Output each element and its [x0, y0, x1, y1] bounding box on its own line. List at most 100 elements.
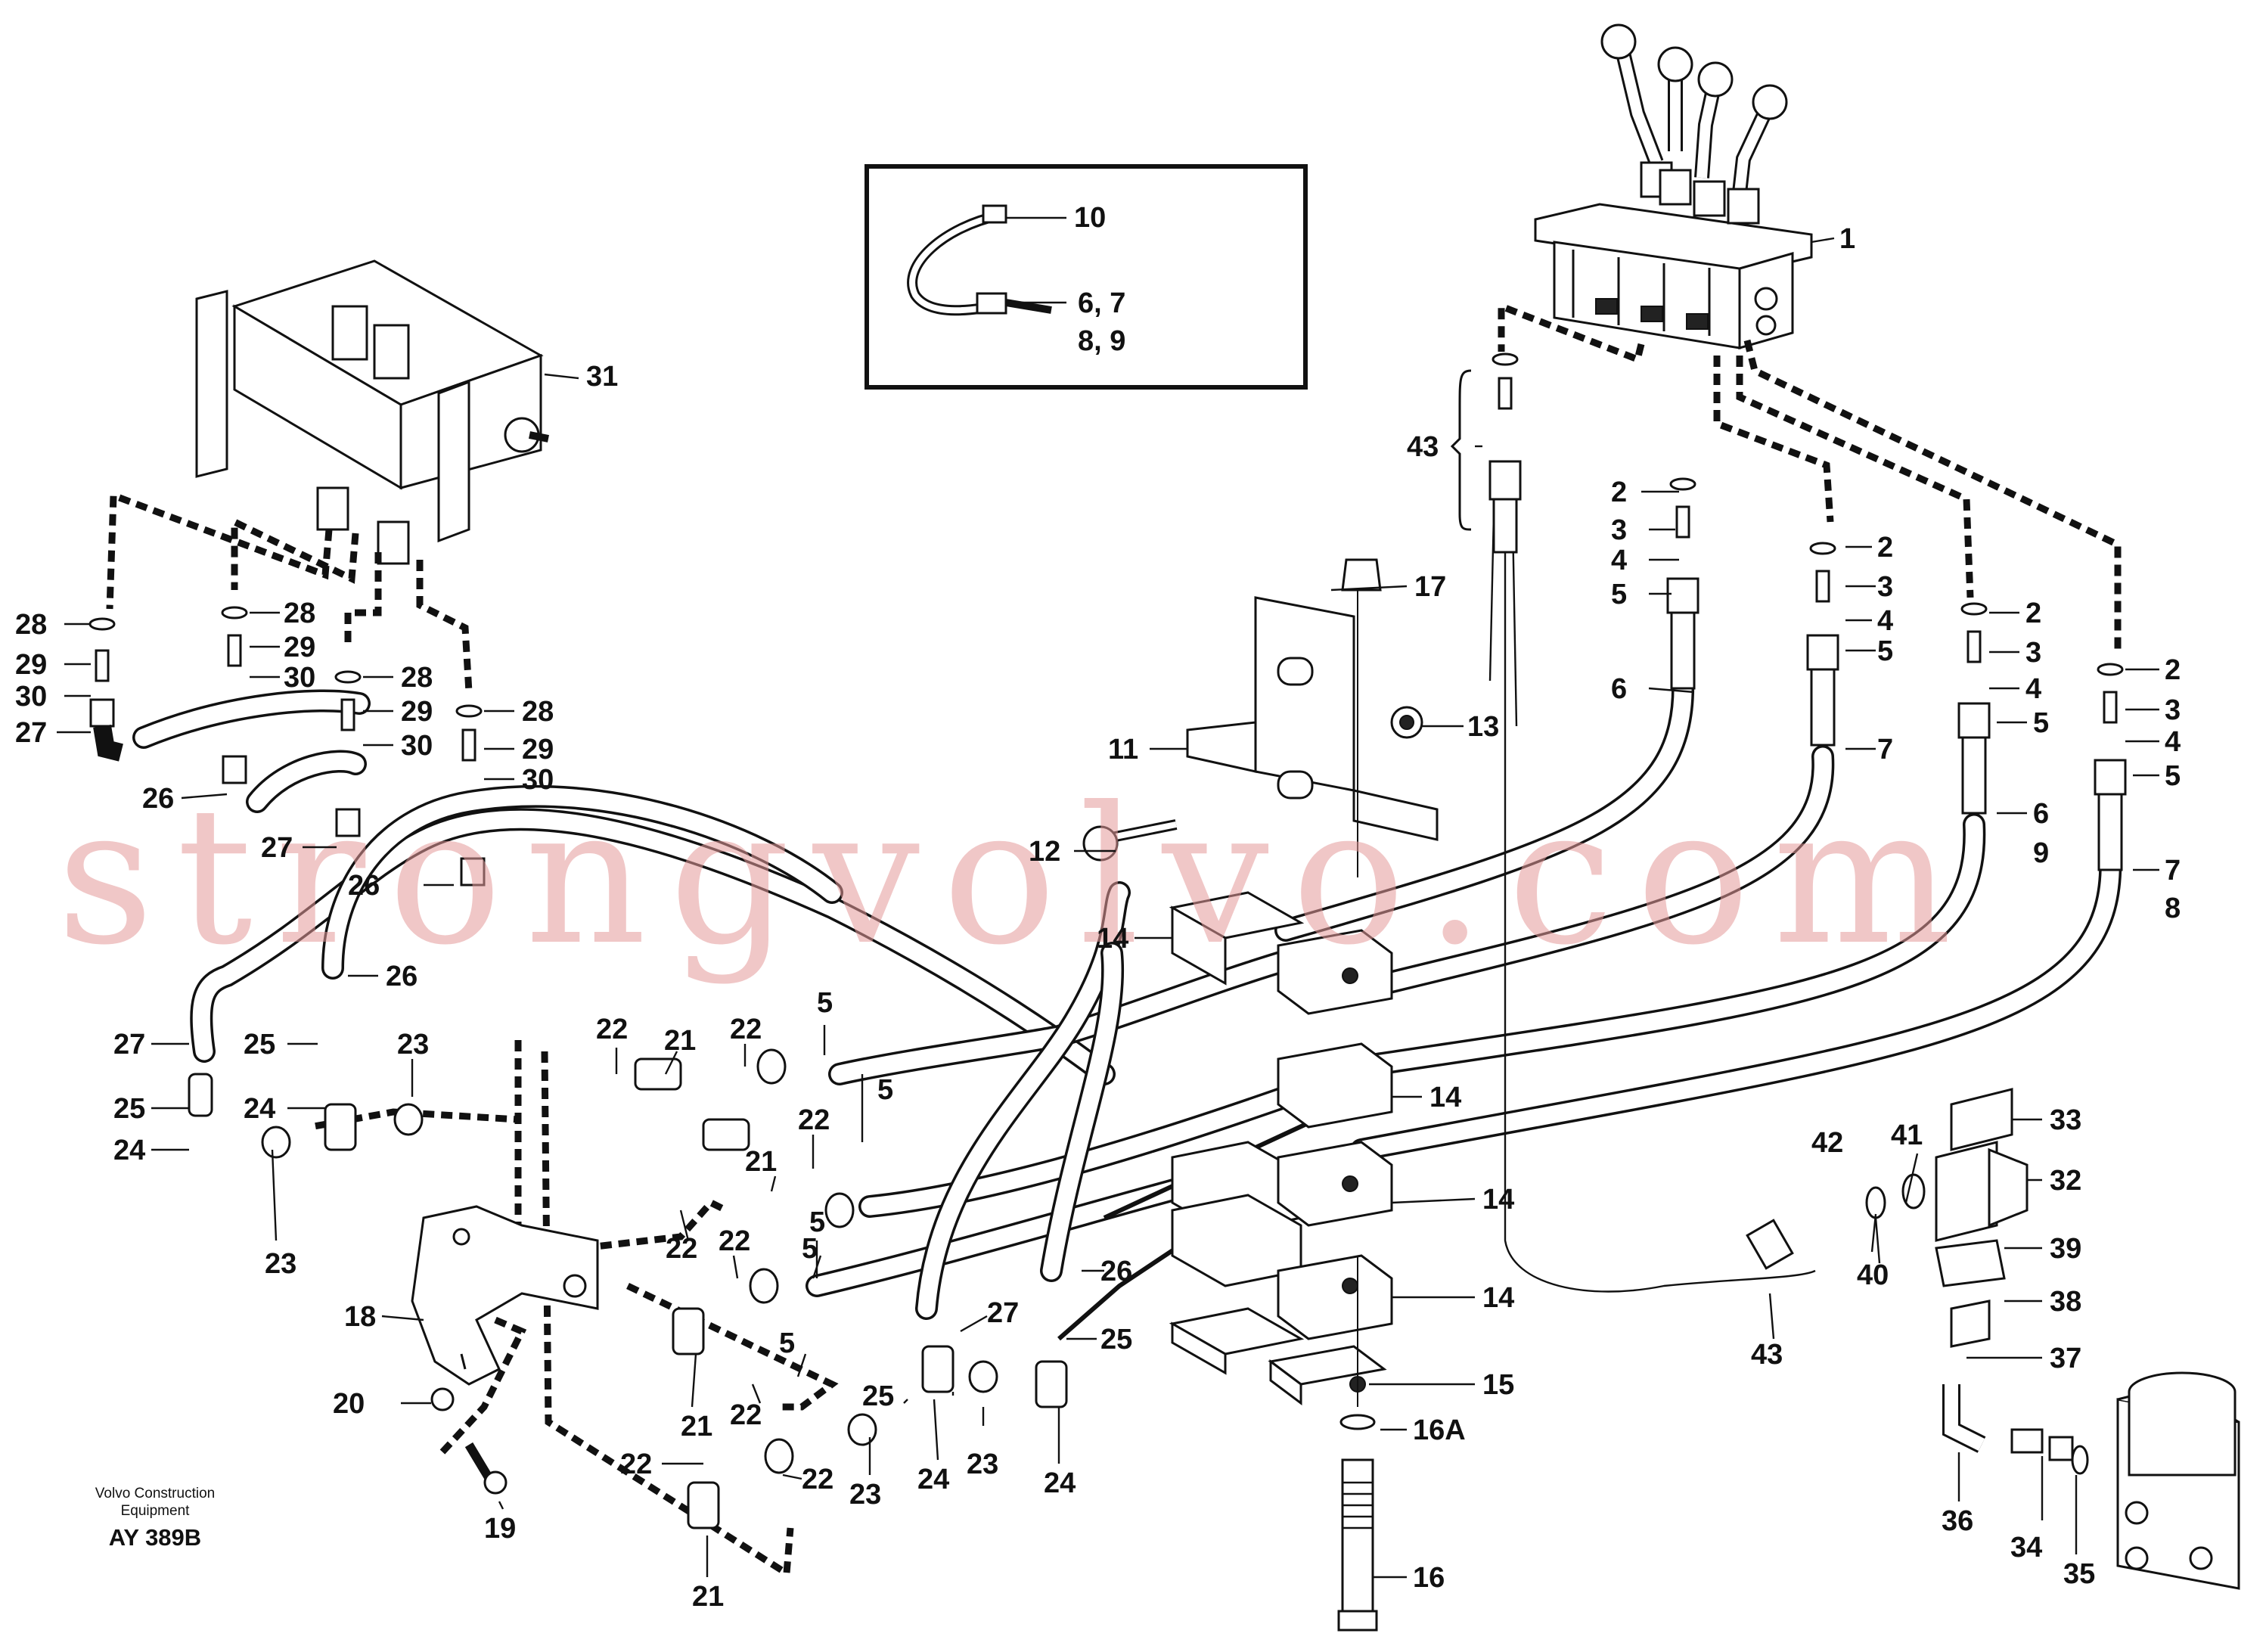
- label-27c: 27: [113, 1029, 145, 1060]
- label-2d: 2: [2165, 654, 2181, 686]
- hoses: [132, 514, 2122, 1341]
- part-labels: 1 10 6, 7 8, 9 31 17 13 11 12 14 14 14 1…: [15, 202, 2181, 1613]
- label-14a: 14: [1097, 923, 1128, 955]
- label-5d: 5: [2165, 760, 2181, 792]
- label-1: 1: [1839, 223, 1855, 255]
- fitting-stack-4: [455, 704, 486, 887]
- label-6-7: 6, 7: [1078, 287, 1125, 319]
- label-7b: 7: [2165, 855, 2181, 887]
- label-22b: 22: [730, 1014, 762, 1045]
- label-31: 31: [586, 361, 618, 393]
- fitting-stack-col5: [2094, 663, 2127, 871]
- company-name-line1: Volvo Construction: [95, 1486, 215, 1501]
- label-4c: 4: [2025, 673, 2041, 705]
- label-5a: 5: [1611, 579, 1627, 610]
- label-30a: 30: [15, 681, 47, 713]
- company-name-line2: Equipment: [121, 1503, 191, 1519]
- label-21a: 21: [664, 1025, 696, 1057]
- label-2c: 2: [2025, 598, 2041, 629]
- label-14b: 14: [1429, 1082, 1461, 1113]
- label-39: 39: [2050, 1233, 2081, 1265]
- label-12: 12: [1029, 836, 1060, 868]
- label-22f: 22: [730, 1399, 762, 1431]
- label-5b: 5: [1877, 635, 1893, 667]
- footer: Volvo Construction Equipment AY 389B: [95, 1486, 215, 1551]
- label-42: 42: [1811, 1127, 1843, 1159]
- label-29c: 29: [401, 696, 433, 728]
- label-2a: 2: [1611, 477, 1627, 508]
- label-18: 18: [344, 1301, 376, 1333]
- label-22h: 22: [802, 1464, 833, 1495]
- label-19: 19: [484, 1513, 516, 1545]
- label-8: 8: [2165, 893, 2181, 924]
- label-23c: 23: [849, 1479, 881, 1511]
- label-32: 32: [2050, 1165, 2081, 1197]
- drawing-code: AY 389B: [109, 1524, 201, 1551]
- label-24d: 24: [1044, 1467, 1076, 1499]
- label-29a: 29: [15, 649, 47, 681]
- label-22g: 22: [620, 1449, 652, 1480]
- label-30b: 30: [284, 662, 315, 694]
- label-40: 40: [1857, 1259, 1889, 1291]
- label-27a: 27: [15, 717, 47, 749]
- label-22d: 22: [666, 1233, 697, 1265]
- label-22a: 22: [596, 1014, 628, 1045]
- label-26a: 26: [142, 783, 174, 815]
- label-24a: 24: [113, 1135, 145, 1166]
- label-25b: 25: [244, 1029, 275, 1060]
- label-3b: 3: [1877, 571, 1893, 603]
- label-4a: 4: [1611, 545, 1627, 576]
- label-29d: 29: [522, 734, 554, 765]
- label-26b: 26: [348, 870, 380, 902]
- label-4d: 4: [2165, 726, 2181, 758]
- label-3c: 3: [2025, 637, 2041, 669]
- label-21b: 21: [745, 1146, 777, 1178]
- label-3a: 3: [1611, 514, 1627, 546]
- cable-tie-inset: [864, 164, 1308, 390]
- solenoid-valve: [1746, 1088, 2089, 1475]
- label-4b: 4: [1877, 605, 1893, 637]
- label-10: 10: [1074, 202, 1106, 234]
- fitting-stack-2: [221, 606, 248, 784]
- label-25c: 25: [1100, 1324, 1132, 1355]
- label-5e: 5: [817, 987, 833, 1019]
- label-28b: 28: [284, 598, 315, 629]
- label-24b: 24: [244, 1093, 275, 1125]
- label-26d: 26: [1100, 1256, 1132, 1287]
- label-5c: 5: [2033, 707, 2049, 739]
- label-43b: 43: [1751, 1339, 1783, 1371]
- label-25a: 25: [113, 1093, 145, 1125]
- label-28a: 28: [15, 609, 47, 641]
- label-17: 17: [1414, 571, 1446, 603]
- label-16a: 16A: [1413, 1414, 1466, 1446]
- label-25d: 25: [862, 1380, 894, 1412]
- label-22c: 22: [798, 1104, 830, 1136]
- clamp-blocks: [1169, 891, 1393, 1405]
- fitting-stack-col3: [1806, 542, 1839, 747]
- label-29b: 29: [284, 632, 315, 663]
- dashed-connections: [106, 301, 2122, 1579]
- elbow-fittings: [188, 1048, 1068, 1529]
- label-14c: 14: [1482, 1184, 1514, 1216]
- label-27d: 27: [987, 1297, 1019, 1329]
- label-38: 38: [2050, 1286, 2081, 1318]
- mounting-bracket: [411, 1205, 599, 1495]
- label-15: 15: [1482, 1369, 1514, 1401]
- servo-unit: [195, 259, 549, 565]
- label-2b: 2: [1877, 532, 1893, 564]
- label-23b: 23: [265, 1248, 296, 1280]
- fitting-stack-43: [1488, 352, 1522, 554]
- label-11: 11: [1108, 734, 1138, 765]
- label-41: 41: [1891, 1119, 1923, 1151]
- label-5g: 5: [809, 1206, 825, 1238]
- fittings: [88, 352, 2127, 1529]
- label-16: 16: [1413, 1562, 1445, 1594]
- label-7a: 7: [1877, 734, 1893, 765]
- label-28c: 28: [401, 662, 433, 694]
- label-9: 9: [2033, 837, 2049, 869]
- label-43a: 43: [1407, 431, 1439, 463]
- leader-lines: [57, 216, 2159, 1579]
- label-23a: 23: [397, 1029, 429, 1060]
- fitting-stack-3: [334, 670, 362, 837]
- label-27b: 27: [261, 832, 293, 864]
